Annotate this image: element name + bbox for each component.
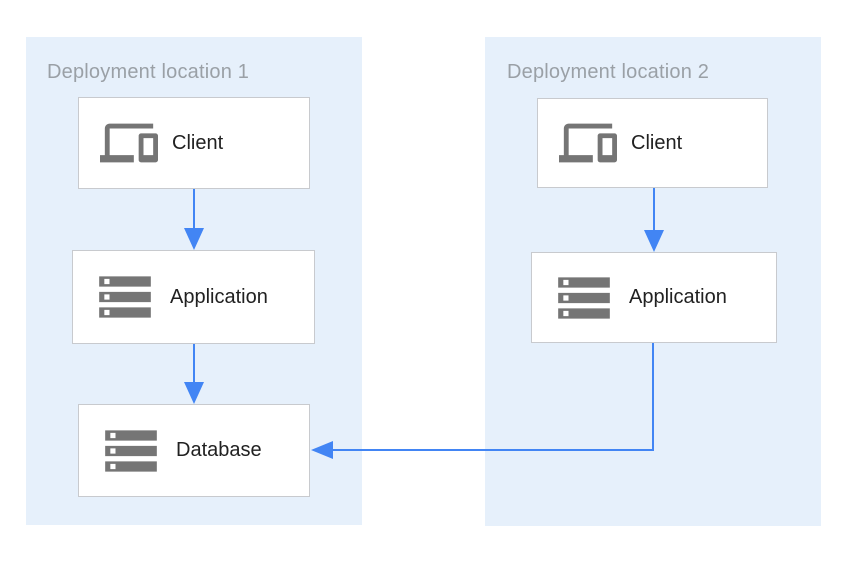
deployment-location-2-label: Deployment location 2 [507, 61, 710, 83]
node-label: Application [629, 286, 727, 308]
database-1-node: Database [78, 404, 310, 497]
devices-icon [100, 114, 158, 172]
application-2-node: Application [531, 252, 777, 343]
node-label: Client [631, 131, 683, 154]
storage-icon [100, 420, 162, 482]
storage-icon [553, 267, 615, 329]
application-1-node: Application [72, 250, 315, 344]
node-label: Application [170, 285, 268, 308]
devices-icon [559, 114, 617, 172]
node-label: Client [172, 131, 224, 154]
client-1-node: Client [78, 97, 310, 189]
deployment-location-1-label: Deployment location 1 [47, 61, 250, 83]
client-2-node: Client [537, 98, 768, 188]
storage-icon [94, 266, 156, 328]
node-label: Database [176, 439, 262, 461]
